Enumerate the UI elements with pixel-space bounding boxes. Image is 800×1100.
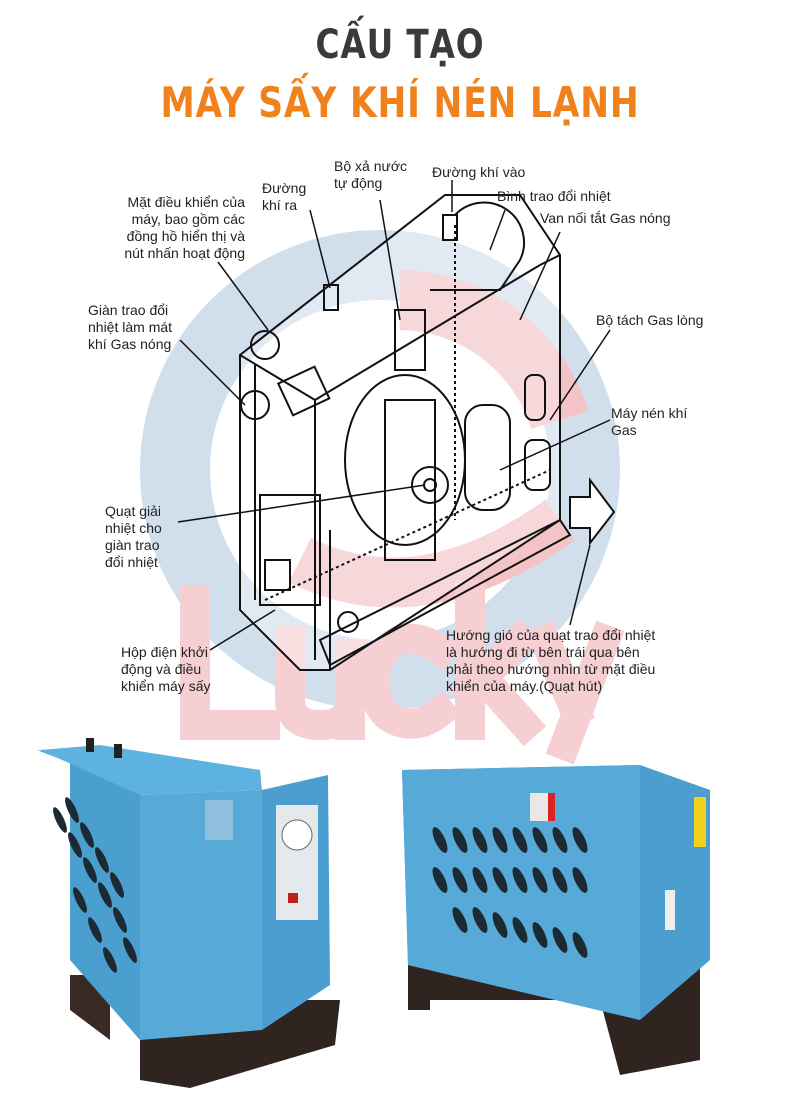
- machine-line-drawing: [239, 194, 572, 671]
- airflow-arrow-icon: [569, 477, 616, 546]
- label-liquid-separator: Bộ tách Gas lòng: [596, 312, 704, 328]
- photo-machine-back: [402, 765, 710, 1075]
- label-electrical-box: Hộp điện khởi động và điều khiển máy sấy: [121, 644, 211, 694]
- label-condenser: Giàn trao đổi nhiệt làm mát khí Gas nóng: [88, 302, 173, 352]
- title-product: MÁY SẤY KHÍ NÉN LẠNH: [160, 78, 640, 127]
- label-air-outlet: Đường khí ra: [262, 180, 307, 213]
- label-control-panel: Mặt điều khiển của máy, bao gồm các đồng…: [124, 194, 245, 261]
- title-structure: CẤU TẠO: [315, 22, 485, 68]
- label-compressor: Máy nén khí Gas: [611, 405, 688, 438]
- watermark-lettering: [180, 580, 625, 765]
- label-auto-drain: Bộ xả nước tự động: [334, 158, 408, 191]
- photo-machine-front: [37, 738, 340, 1088]
- leader-lines: [177, 180, 611, 651]
- product-label: [205, 800, 233, 840]
- watermark-logo: [140, 230, 625, 765]
- label-cooling-fan: Quạt giải nhiệt cho giàn trao đổi nhiệt: [105, 503, 162, 570]
- label-heat-exchanger: Bình trao đổi nhiệt: [497, 188, 611, 204]
- label-hot-gas-bypass: Van nối tắt Gas nóng: [540, 210, 671, 226]
- label-air-inlet: Đường khí vào: [432, 164, 526, 180]
- label-airflow-note: Hướng gió của quạt trao đổi nhiệt là hướ…: [446, 627, 656, 694]
